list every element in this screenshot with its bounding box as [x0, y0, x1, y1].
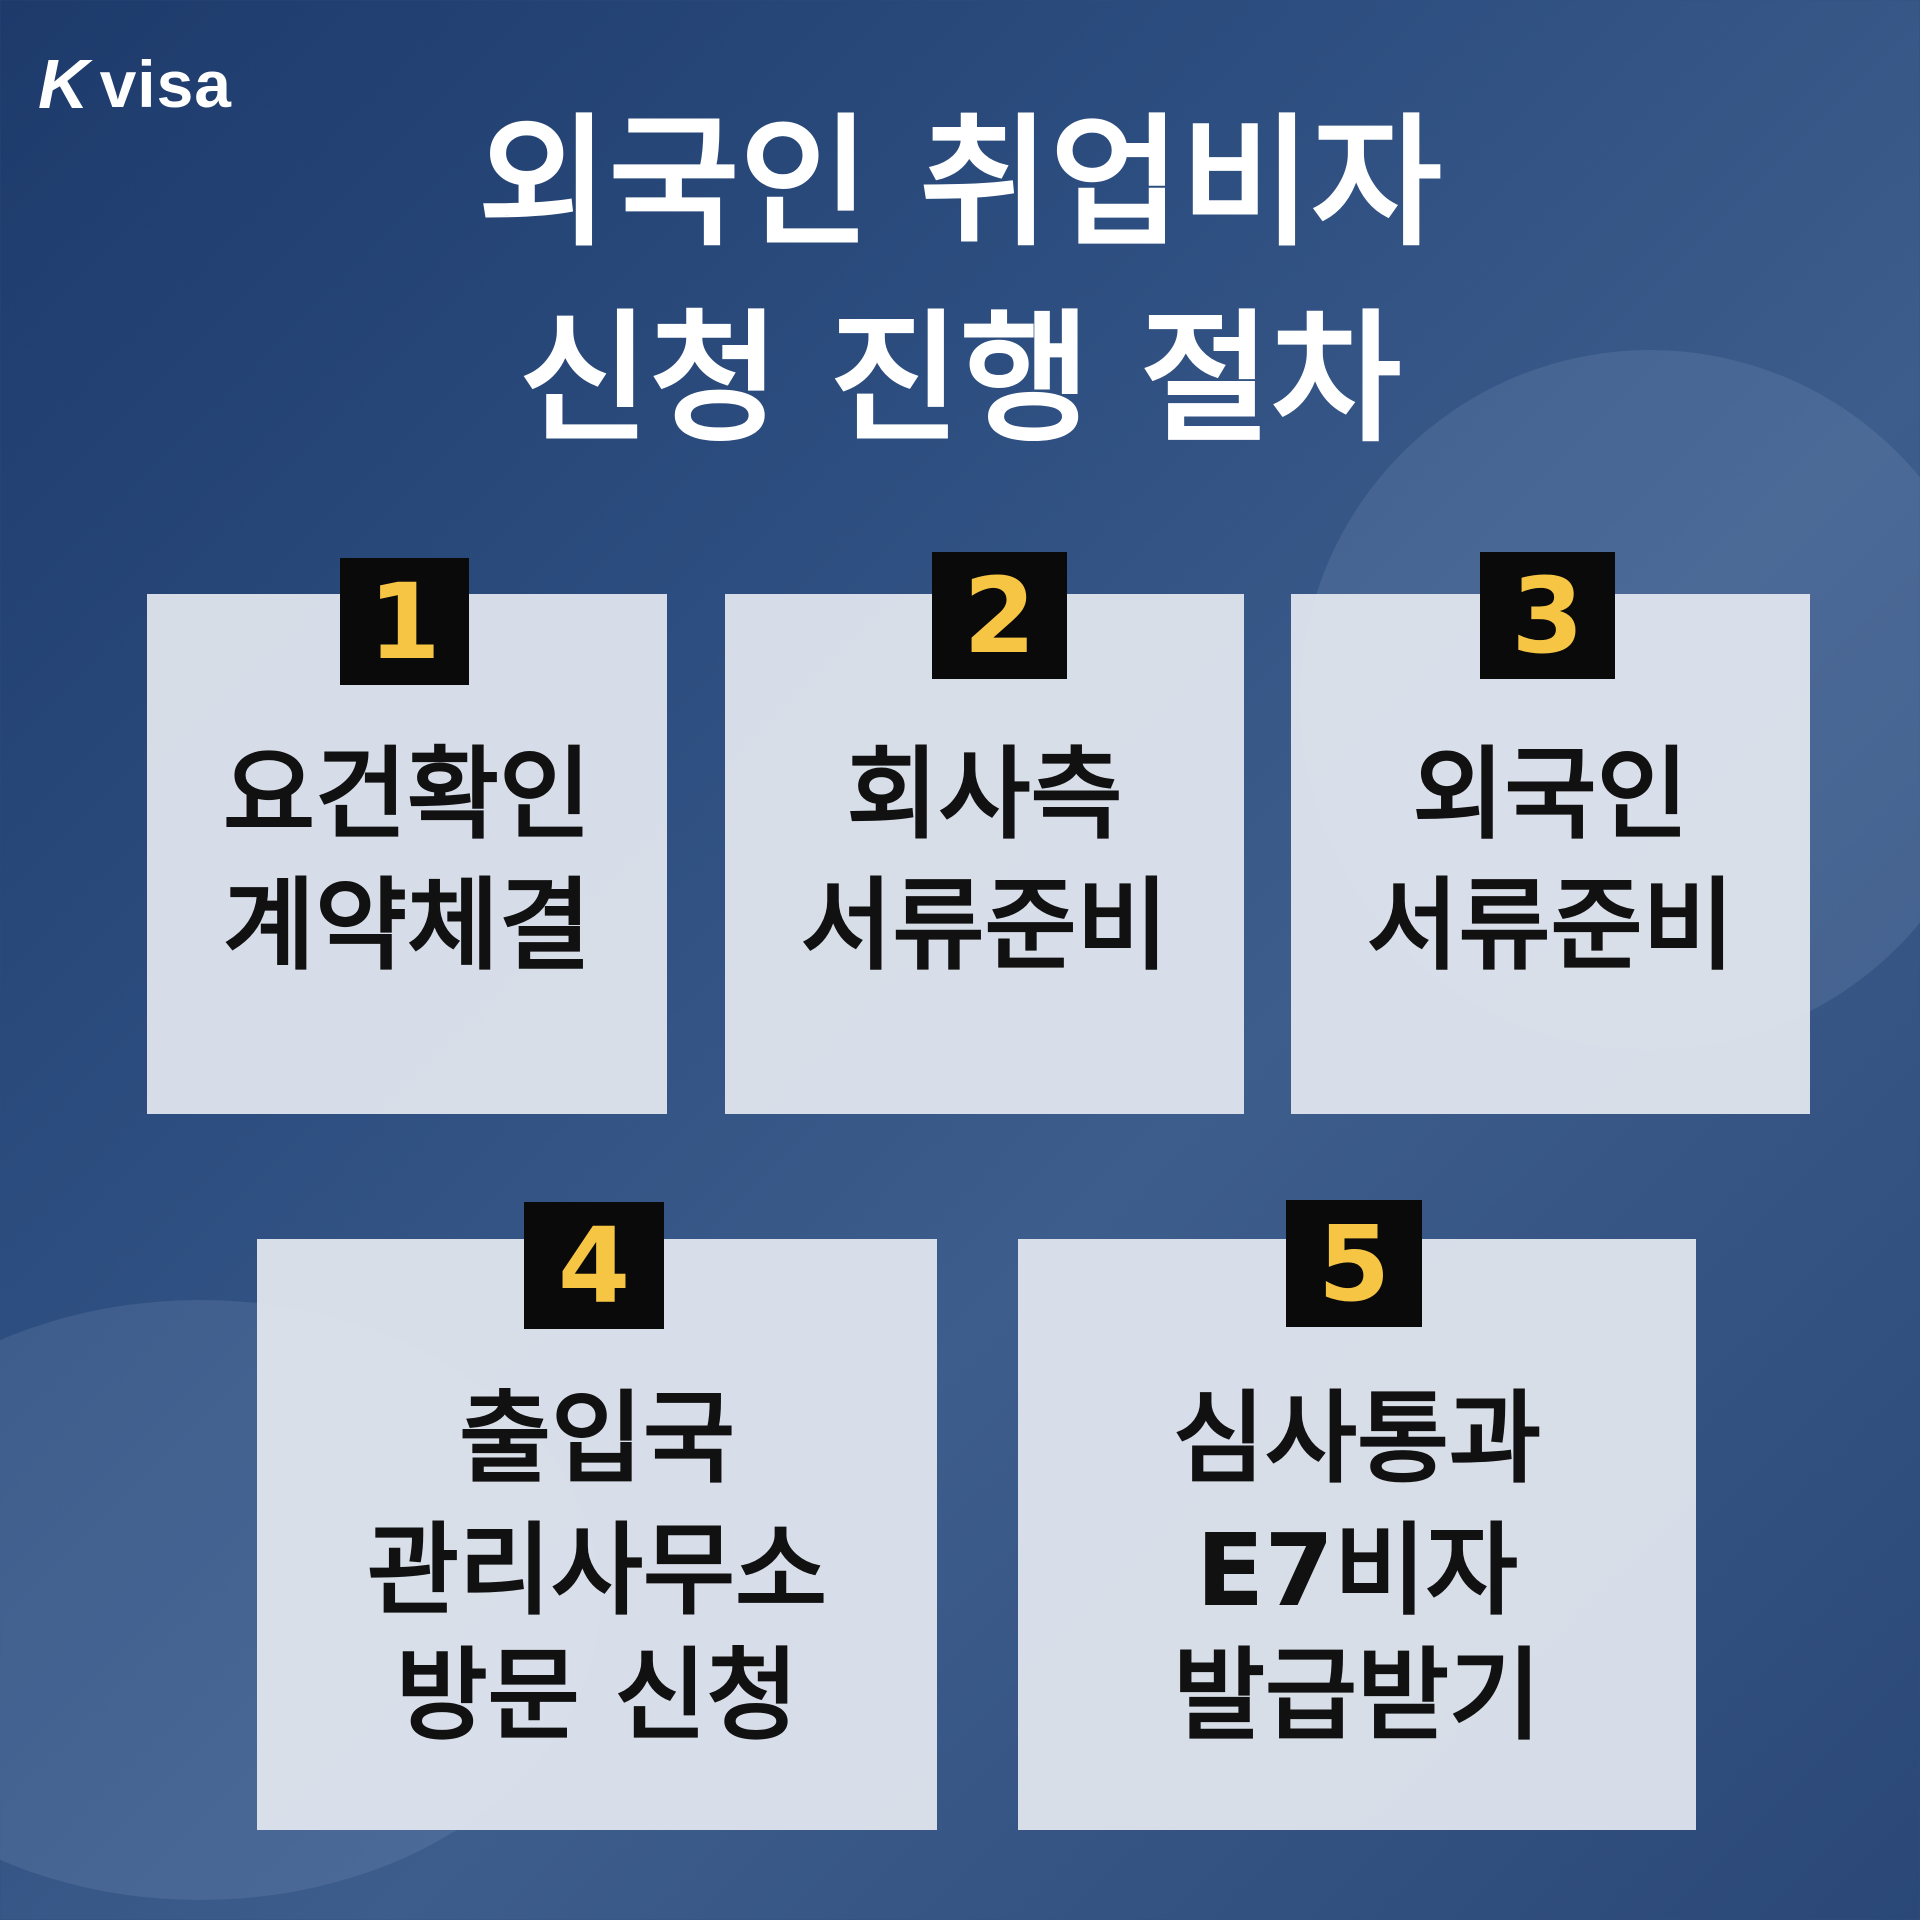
step-5-line-2: E7비자: [1196, 1512, 1518, 1629]
step-1-line-1: 요건확인: [223, 736, 591, 853]
step-3-line-2: 서류준비: [1366, 867, 1735, 984]
step-badge-2: 2: [932, 552, 1067, 679]
step-2-line-1: 회사측: [846, 736, 1123, 853]
step-card-4: 출입국 관리사무소 방문 신청: [257, 1239, 937, 1830]
step-4-line-2: 관리사무소: [367, 1512, 827, 1629]
step-1-line-2: 계약체결: [223, 867, 591, 984]
step-4-line-1: 출입국: [459, 1380, 735, 1497]
step-4-line-3: 방문 신청: [395, 1637, 799, 1754]
step-5-line-3: 발급받기: [1173, 1637, 1541, 1754]
step-badge-5: 5: [1286, 1200, 1422, 1327]
step-card-5: 심사통과 E7비자 발급받기: [1018, 1239, 1696, 1830]
step-3-line-1: 외국인: [1412, 736, 1689, 853]
step-5-line-1: 심사통과: [1173, 1380, 1541, 1497]
step-2-line-2: 서류준비: [800, 867, 1169, 984]
logo-k: K: [38, 45, 90, 123]
page-title-line2: 신청 진행 절차: [518, 297, 1402, 462]
kvisa-logo: K visa: [38, 44, 232, 124]
step-badge-4: 4: [524, 1202, 664, 1329]
logo-text: visa: [99, 47, 233, 121]
step-card-3: 외국인 서류준비: [1291, 594, 1810, 1114]
step-badge-3: 3: [1480, 552, 1615, 679]
step-card-2: 회사측 서류준비: [725, 594, 1244, 1114]
step-badge-1: 1: [340, 558, 469, 685]
page-title-line1: 외국인 취업비자: [478, 101, 1442, 266]
